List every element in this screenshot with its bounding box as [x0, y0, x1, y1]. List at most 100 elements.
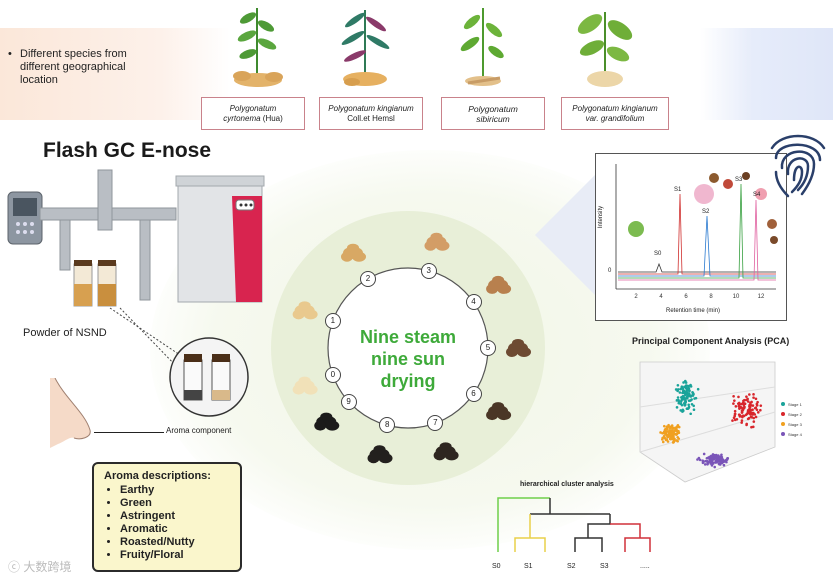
pca-point [715, 455, 719, 458]
pca-point [681, 391, 684, 395]
hca-title: hierarchical cluster analysis [520, 481, 614, 488]
pca-point [676, 424, 680, 427]
pca-point [676, 383, 680, 387]
pca-point [713, 457, 716, 461]
pca-point [745, 423, 748, 427]
hca-leaf: ..... [640, 563, 650, 570]
chrom-ytick: 0 [608, 268, 612, 274]
pca-point [745, 395, 748, 398]
aroma-list: Earthy Green Astringent Aromatic Roasted… [104, 484, 230, 562]
pca-point [687, 388, 691, 392]
pca-point [756, 411, 760, 414]
aroma-item: Green [120, 497, 230, 510]
pca-point [672, 439, 676, 443]
pca-point [664, 431, 668, 435]
pca-point [668, 426, 672, 430]
pca-point [743, 402, 747, 406]
pca-point [755, 404, 759, 407]
pca-point [752, 416, 756, 420]
pca-point [702, 452, 706, 456]
plant-grandifolium-icon [577, 12, 633, 87]
watermark: ⓒ 大数跨境 [8, 558, 71, 575]
cycle-center-line3: drying [380, 371, 436, 391]
pca-title: Principal Component Analysis (PCA) [632, 336, 790, 346]
pca-point [751, 408, 754, 411]
species-sub: cyrtonema [223, 113, 261, 123]
pca-legend-label: Stage 2 [788, 412, 803, 417]
species-sub: sibiricum [476, 113, 510, 124]
species-box-1: Polygonatum cyrtonema (Hua) [201, 97, 305, 130]
dried-sample-icon [486, 402, 512, 421]
pca-point [722, 463, 726, 467]
species-sub: Coll.et Hemsl [347, 113, 395, 123]
pca-point [670, 424, 674, 427]
species-box-4: Polygonatum kingianum var. grandifolium [561, 97, 669, 130]
pca-point [661, 440, 665, 444]
aroma-component-label: Aroma component [166, 426, 232, 435]
pca-point [677, 425, 681, 429]
plant-kingianum-icon [341, 10, 390, 86]
pca-point [676, 396, 680, 399]
intro-bullet: • Different species from different geogr… [8, 48, 130, 87]
pca-point [719, 457, 723, 461]
cycle-center-line2: nine sun [370, 349, 445, 369]
pca-point [669, 433, 673, 436]
pca-point [676, 430, 680, 434]
pca-point [687, 403, 690, 407]
hca-leaf: S3 [600, 563, 609, 570]
pca-point [680, 398, 684, 401]
pca-point [726, 457, 730, 460]
pca-point [732, 394, 735, 398]
pca-point [706, 462, 709, 466]
pca-point [750, 400, 753, 404]
pca-point [755, 408, 759, 412]
species-name: Polygonatum [229, 103, 277, 113]
dried-sample-icon [486, 275, 512, 294]
watermark-text: 大数跨境 [23, 560, 72, 574]
pca-point [743, 405, 746, 409]
pca-point [675, 433, 678, 436]
pca-point [741, 414, 745, 417]
pca-point [749, 415, 753, 419]
pca-point [749, 412, 752, 416]
cycle-center-text: Nine steam nine sun drying [338, 326, 478, 392]
chrom-xtick: 2 [634, 294, 638, 300]
pca-point [666, 440, 670, 443]
aroma-item: Earthy [120, 484, 230, 497]
pca-point [710, 456, 714, 459]
pca-point [683, 403, 687, 406]
aroma-item: Astringent [120, 510, 230, 523]
cycle-step-marker: 5 [480, 340, 496, 356]
watermark-logo-icon: ⓒ [8, 560, 21, 574]
pca-legend-label: Stage 1 [788, 402, 803, 407]
pca-point [746, 397, 749, 401]
pca-point [665, 427, 669, 431]
pca-point [670, 429, 674, 433]
fingerprint-icon [770, 134, 826, 198]
pca-point [684, 392, 688, 395]
hca-leaf: S2 [567, 563, 576, 570]
pca-point [733, 399, 736, 402]
pca-point [692, 404, 695, 408]
pca-point [752, 393, 755, 396]
pca-point [684, 381, 688, 384]
chromatogram-connector [535, 175, 595, 295]
chrom-ylabel: Intensity [598, 205, 605, 229]
species-suffix: (Hua) [260, 113, 283, 123]
pca-point [747, 410, 751, 413]
cycle-step-marker: 4 [465, 294, 482, 311]
aroma-heading: Aroma descriptions: [104, 470, 211, 482]
pca-point [675, 406, 679, 409]
pca-point [679, 401, 683, 405]
pca-point [707, 456, 710, 459]
right-band [700, 28, 833, 120]
chrom-xtick: 10 [733, 294, 740, 300]
cycle-step-marker: 9 [340, 393, 357, 410]
aroma-item: Aromatic [120, 523, 230, 536]
species-sub: var. grandifolium [585, 113, 645, 123]
pca-point [673, 429, 676, 432]
aroma-descriptions-box: Aroma descriptions: Earthy Green Astring… [92, 462, 242, 572]
pca-point [672, 435, 675, 439]
pca-point [667, 434, 671, 437]
